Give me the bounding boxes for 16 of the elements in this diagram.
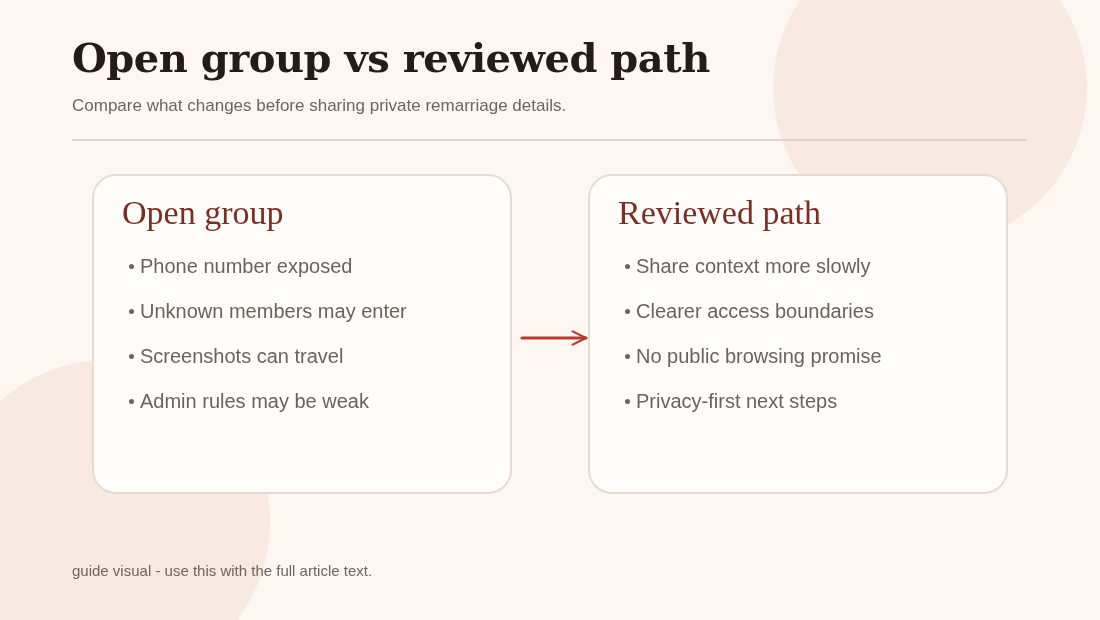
bullet-text: Privacy-first next steps xyxy=(636,389,838,413)
title: Open group vs reviewed path xyxy=(72,34,710,81)
bullet-text: Admin rules may be weak xyxy=(140,389,369,413)
bullet-text: Screenshots can travel xyxy=(140,344,344,368)
bullet-text: Unknown members may enter xyxy=(140,299,407,323)
arrow xyxy=(520,330,588,346)
subtitle: Compare what changes before sharing private remarriage details. xyxy=(72,96,567,116)
card xyxy=(588,174,1008,494)
footer-note: guide visual - use this with the full article text. xyxy=(72,562,373,579)
bullet-text: Clearer access boundaries xyxy=(636,299,874,323)
bullet-text: Phone number exposed xyxy=(140,254,353,278)
bullet-text: No public browsing promise xyxy=(636,344,882,368)
bullet-text: Share context more slowly xyxy=(636,254,871,278)
card-heading: Reviewed path xyxy=(618,194,821,232)
card-heading: Open group xyxy=(122,194,284,232)
card xyxy=(92,174,512,494)
